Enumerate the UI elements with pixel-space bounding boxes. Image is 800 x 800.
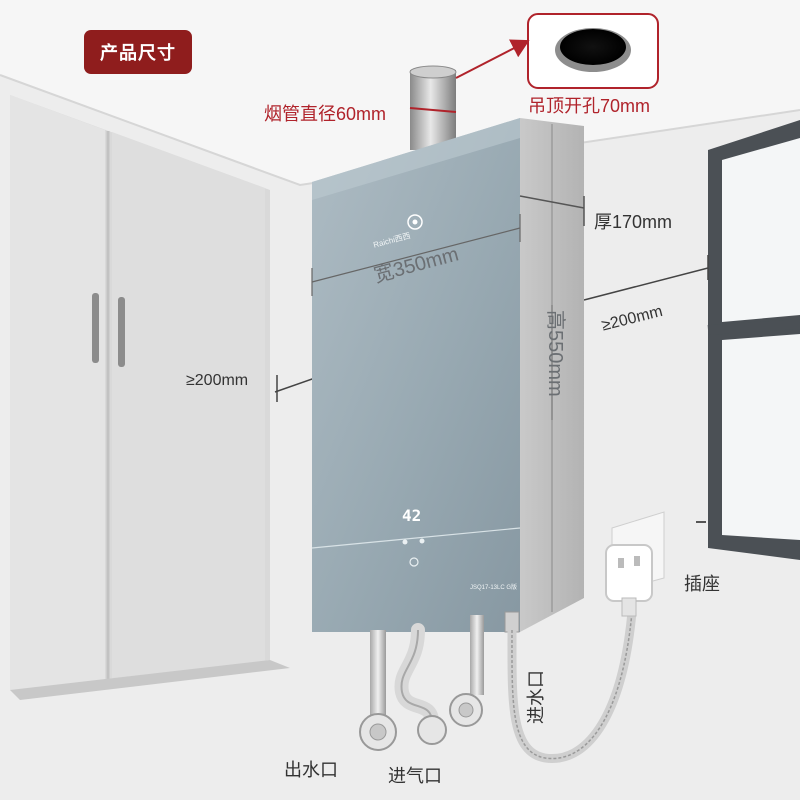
inlet-hose xyxy=(504,611,637,764)
power-plug xyxy=(605,544,653,602)
water-inlet-label: 进水口 xyxy=(526,670,546,724)
cabinet-handle-left xyxy=(92,293,99,363)
gas-pipe xyxy=(394,623,447,745)
temperature-display: 42 xyxy=(402,506,422,525)
model-label: JSQ17-13LC G版 xyxy=(470,585,518,591)
clearance-left-label: ≥200mm xyxy=(186,372,249,389)
down-button-icon xyxy=(402,539,408,545)
ceiling-hole-label: 吊顶开孔70mm xyxy=(528,96,651,116)
inlet-valve xyxy=(449,615,484,727)
product-size-badge: 产品尺寸 xyxy=(84,30,192,74)
gas-inlet-label: 进气口 xyxy=(388,766,442,786)
brand-logo-icon xyxy=(407,214,423,230)
outlet-pipe xyxy=(359,630,397,751)
socket-label: 插座 xyxy=(684,574,720,594)
power-socket xyxy=(605,511,665,617)
height-label: 高550mm xyxy=(544,310,566,397)
wall-cabinet xyxy=(10,95,290,700)
power-button-icon xyxy=(409,557,419,567)
window xyxy=(707,120,800,560)
cabinet-handle-right xyxy=(118,297,125,367)
thickness-label: 厚170mm xyxy=(594,212,673,232)
ceiling-hole xyxy=(560,29,626,65)
flue-pipe xyxy=(409,65,457,150)
flue-diameter-label: 烟管直径60mm xyxy=(264,104,387,124)
up-button-icon xyxy=(419,538,425,544)
water-outlet-label: 出水口 xyxy=(284,760,338,780)
heater-front-panel xyxy=(312,118,520,632)
